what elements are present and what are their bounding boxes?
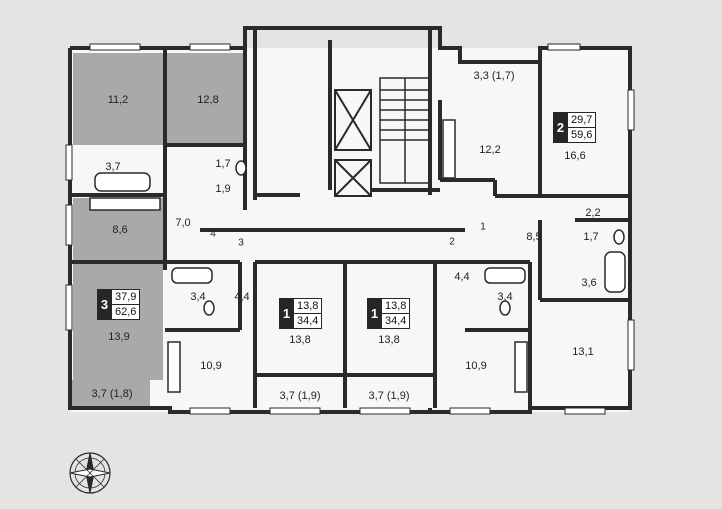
room-area-label: 13,9	[108, 331, 130, 343]
room-area-label: 13,1	[572, 346, 594, 358]
door-marker-1: 1	[480, 221, 486, 233]
room-area-label: 4,4	[234, 291, 250, 303]
door-marker-2: 2	[449, 236, 455, 248]
room-area-label: 3,7 (1,8)	[91, 388, 133, 400]
room-area-label: 3,6	[581, 277, 597, 289]
room-area-label: 3,4	[497, 291, 513, 303]
room-area-label: 12,8	[197, 94, 219, 106]
room-area-label: 2,2	[585, 207, 601, 219]
room-area-label: 4,4	[454, 271, 470, 283]
room-area-label: 10,9	[200, 360, 222, 372]
apartment-living-area: 37,9	[112, 290, 140, 305]
room-area-label: 3,3 (1,7)	[473, 70, 515, 82]
room-area-label: 12,2	[479, 144, 501, 156]
compass-rose-icon	[69, 452, 111, 494]
room-area-label: 1,7	[583, 231, 599, 243]
apartment-living-area: 13,8	[382, 299, 410, 314]
apartment-badge-2room: 2 29,7 59,6	[553, 112, 597, 143]
room-area-label: 3,7	[105, 161, 121, 173]
apartment-room-count: 1	[279, 298, 294, 329]
apartment-total-area: 34,4	[385, 315, 407, 327]
apartment-living-area: 29,7	[568, 113, 596, 128]
apartment-room-count: 1	[367, 298, 382, 329]
room-area-label: 7,0	[175, 217, 191, 229]
apartment-room-count: 2	[553, 112, 568, 143]
apartment-living-area: 13,8	[294, 299, 322, 314]
room-area-label: 8,6	[112, 224, 128, 236]
room-area-label: 8,5	[526, 231, 542, 243]
apartment-badge-3room: 3 37,9 62,6	[97, 289, 141, 320]
apartment-room-count: 3	[97, 289, 112, 320]
apartment-total-area: 62,6	[115, 306, 137, 318]
room-area-label: 13,8	[289, 334, 311, 346]
apartment-badge-1room-right: 1 13,8 34,4	[367, 298, 411, 329]
room-area-label: 11,2	[107, 94, 129, 106]
toilets	[203, 160, 625, 316]
elevator-shafts	[334, 89, 372, 197]
room-area-label: 16,6	[564, 150, 586, 162]
apartment-badge-1room-left: 1 13,8 34,4	[279, 298, 323, 329]
kitchen-counters	[89, 119, 528, 393]
room-area-label: 13,8	[378, 334, 400, 346]
staircase	[379, 77, 431, 184]
room-area-label: 3,7 (1,9)	[368, 390, 410, 402]
room-area-label: 1,7	[215, 158, 231, 170]
bathtubs	[94, 172, 626, 293]
door-marker-4: 4	[210, 228, 216, 240]
apartment-total-area: 34,4	[297, 315, 319, 327]
apartment-total-area: 59,6	[571, 129, 593, 141]
door-marker-3: 3	[238, 237, 244, 249]
room-area-label: 3,7 (1,9)	[279, 390, 321, 402]
windows	[65, 43, 635, 415]
room-area-label: 10,9	[465, 360, 487, 372]
room-area-label: 1,9	[215, 183, 231, 195]
room-area-label: 3,4	[190, 291, 206, 303]
